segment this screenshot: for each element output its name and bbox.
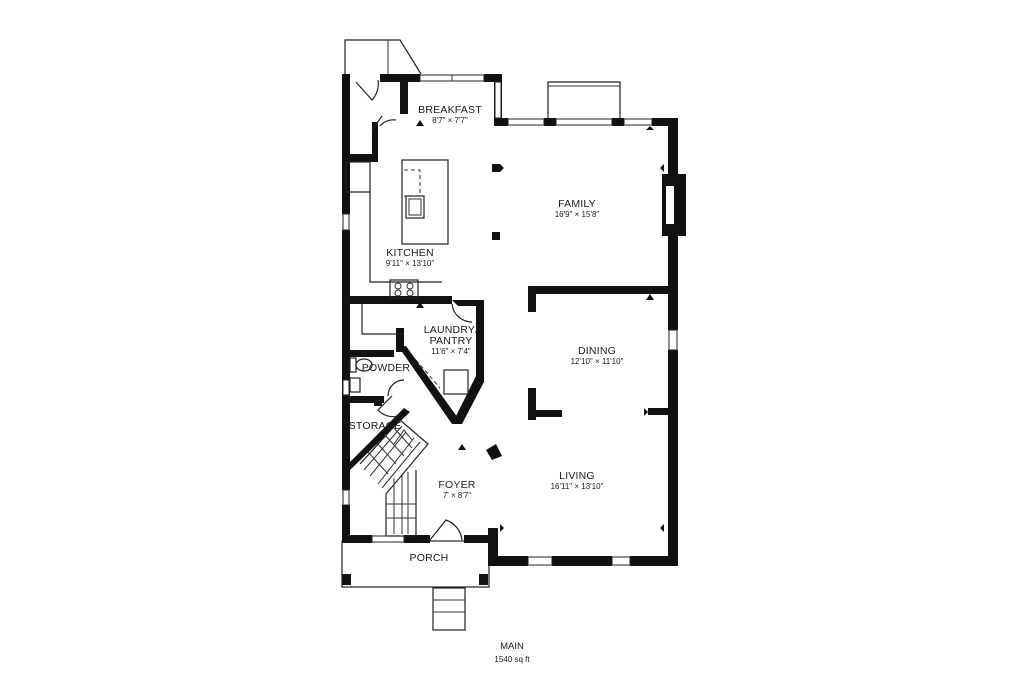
sink [349,377,361,393]
laundry-fixtures [361,304,469,395]
breakfast-dims: 8'7" × 7'7" [432,116,468,125]
rear-entry-landing [344,39,422,75]
level-caption: MAIN 1540 sq ft [494,641,530,664]
room-label-laundry: LAUNDRY/ PANTRY 11'6" × 7'4" [424,324,479,356]
kitchen-name: KITCHEN [386,247,434,259]
staircase [359,419,429,537]
photo-markers [416,120,664,532]
room-label-powder: POWDER [362,362,411,374]
kitchen-columns [492,164,500,240]
room-label-family: FAMILY 16'9" × 15'8" [555,198,600,219]
breakfast-name: BREAKFAST [418,104,482,116]
dining-dims: 12'10" × 11'10" [571,357,624,366]
foyer-name: FOYER [438,479,475,491]
room-label-dining: DINING 12'10" × 11'10" [571,345,624,366]
room-label-porch: PORCH [410,552,449,564]
room-label-breakfast: BREAKFAST 8'7" × 7'7" [418,104,482,125]
room-label-storage: STORAGE [349,420,402,432]
living-name: LIVING [559,470,595,482]
front-steps [432,587,466,631]
porch-outline [341,540,490,588]
porch-name: PORCH [410,552,449,564]
doors [355,79,473,541]
exterior-walls [342,74,686,566]
room-label-living: LIVING 16'11" × 13'10" [551,470,604,491]
kitchen-dims: 9'11" × 13'10" [386,259,435,268]
level-area: 1540 sq ft [494,655,530,664]
windows [342,74,678,566]
kitchen-island [401,159,449,245]
toilet [349,357,373,373]
family-dims: 16'9" × 15'8" [555,210,600,219]
living-dims: 16'11" × 13'10" [551,482,604,491]
level-name: MAIN [500,641,524,652]
bay-window-bump [547,81,621,120]
laundry-name-line2: PANTRY [430,335,473,347]
foyer-dims: 7' × 8'7" [443,491,472,500]
laundry-dims: 11'6" × 7'4" [431,347,471,356]
family-name: FAMILY [558,198,596,210]
cooktop [389,279,419,299]
storage-name: STORAGE [349,420,402,432]
room-label-kitchen: KITCHEN 9'11" × 13'10" [386,247,435,268]
interior-walls [342,82,668,470]
dining-name: DINING [578,345,616,357]
room-label-foyer: FOYER 7' × 8'7" [438,479,475,500]
pillars [486,444,502,460]
laundry-name-line1: LAUNDRY/ [424,324,479,336]
powder-name: POWDER [362,362,411,374]
